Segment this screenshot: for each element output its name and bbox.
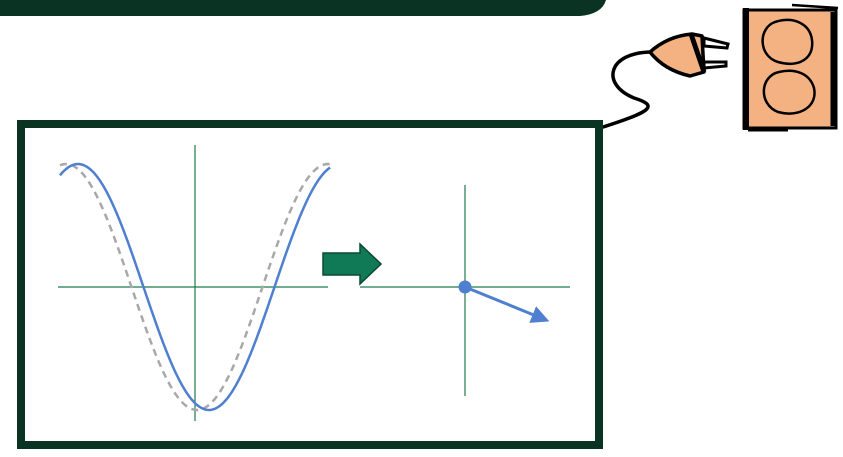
previous-waveform (59, 162, 331, 412)
electrical-plug-icon (648, 32, 730, 78)
right-arrow-icon (322, 242, 383, 286)
current-waveform (59, 162, 331, 412)
power-cord (601, 50, 654, 129)
wall-outlet-icon (742, 3, 839, 132)
diagram-frame (17, 120, 603, 449)
top-banner-edge (0, 0, 606, 16)
phasor-origin-point (458, 280, 472, 294)
phasor-vector (464, 285, 550, 323)
